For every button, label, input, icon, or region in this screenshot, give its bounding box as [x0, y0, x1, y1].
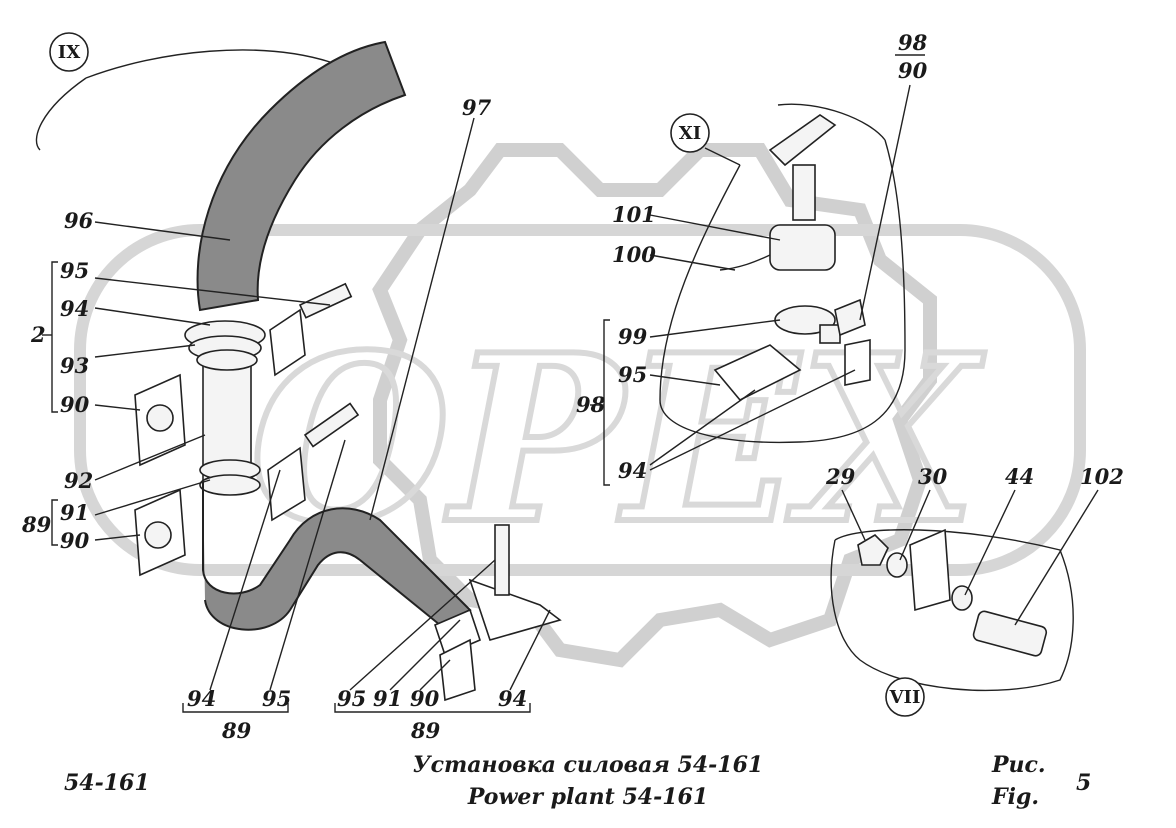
label-95-bottom-left: 95	[262, 686, 291, 711]
label-101: 101	[612, 202, 656, 227]
view-xi-label: XI	[679, 123, 701, 144]
label-90-bottom: 90	[410, 686, 440, 711]
label-96: 96	[64, 208, 94, 233]
label-95-bottom-right: 95	[337, 686, 366, 711]
label-94-top: 94	[60, 296, 89, 321]
label-90-top: 90	[60, 392, 90, 417]
caption-fig-ru: Рис.	[991, 752, 1046, 778]
view-xi: XI	[659, 103, 906, 444]
label-98: 98	[576, 392, 606, 417]
label-89-bottom-left: 89	[221, 718, 252, 743]
label-95-xi: 95	[618, 362, 647, 387]
label-99: 99	[618, 324, 648, 349]
view-ix-label: IX	[58, 42, 80, 63]
label-30: 30	[918, 464, 948, 489]
label-91-left: 91	[60, 500, 89, 525]
view-vii: VII	[830, 528, 1074, 717]
label-89-bottom-right: 89	[410, 718, 441, 743]
label-98-top: 98	[898, 30, 928, 55]
caption-fig-number: 5	[1076, 770, 1091, 796]
label-29: 29	[825, 464, 856, 489]
leader-lines	[42, 54, 1099, 713]
label-92: 92	[64, 468, 93, 493]
view-ix: IX	[35, 32, 331, 151]
upper-hose	[196, 40, 407, 312]
label-44: 44	[1005, 464, 1034, 489]
left-clamp-assembly	[134, 282, 360, 577]
label-102: 102	[1080, 464, 1124, 489]
caption-en: Power plant 54-161	[467, 784, 708, 810]
label-94-bottom-right: 94	[498, 686, 527, 711]
label-94-xi: 94	[618, 458, 647, 483]
label-95-top: 95	[60, 258, 89, 283]
label-90-mid: 90	[60, 528, 90, 553]
view-vii-label: VII	[889, 687, 921, 708]
label-91-bottom: 91	[373, 686, 402, 711]
lower-hose	[202, 480, 562, 702]
label-94-bottom-left: 94	[187, 686, 216, 711]
caption: 54-161 Установка силовая 54-161 Power pl…	[64, 752, 1091, 810]
caption-ru: Установка силовая 54-161	[413, 752, 763, 778]
label-89-left: 89	[21, 512, 52, 537]
label-2: 2	[30, 322, 46, 347]
caption-code: 54-161	[64, 770, 150, 796]
label-100: 100	[612, 242, 656, 267]
label-97: 97	[462, 95, 492, 120]
caption-fig-en: Fig.	[991, 784, 1039, 810]
label-93: 93	[60, 353, 89, 378]
part-labels: 96 95 94 2 93 90 92 91 89 90 97 94 95 89…	[21, 30, 1124, 743]
label-90-fraction: 90	[898, 58, 928, 83]
